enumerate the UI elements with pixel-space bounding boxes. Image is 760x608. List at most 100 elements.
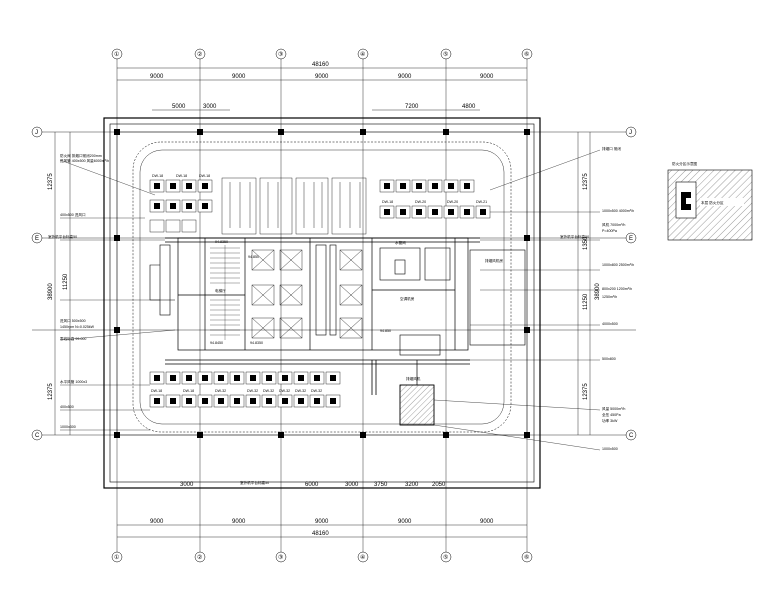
key-plan (667, 169, 753, 241)
sub-bottom-1: 3000 (180, 482, 194, 488)
axis-top-4: ④ (360, 51, 365, 58)
stair-left (210, 245, 240, 340)
sub-top-left-1: 5000 (172, 104, 186, 110)
note-left: 防火阀 排烟口常闭200mm (60, 153, 102, 158)
elevator-shafts (251, 249, 363, 339)
unit-tag: DW-32 (311, 389, 322, 393)
fan-label: 排烟风机 (406, 376, 421, 381)
room-label: 空调机房 (400, 296, 415, 301)
note-right: 500x800 (602, 357, 616, 361)
right-dim-5: 12375 (583, 383, 589, 400)
core-risers (149, 244, 337, 336)
note-left: 水平风管 1000x3 (60, 379, 87, 384)
axis-bubbles-side (31, 126, 637, 441)
total-dimension-bottom: 48160 (312, 531, 329, 537)
floor-outline (103, 117, 541, 489)
key-plan-title: 防火分区示意图 (672, 161, 698, 166)
dimension-lines (54, 67, 591, 538)
axis-grid (32, 58, 636, 555)
right-dim-2: 1350 (583, 236, 589, 250)
axis-top-6: ⑥ (524, 51, 529, 58)
axis-top-1: ① (114, 51, 119, 58)
axis-left-e: E (35, 236, 39, 242)
unit-tag: DW-18 (152, 174, 163, 178)
perimeter-duct-loops (132, 141, 512, 433)
note-left: 零线标高 99.000 (60, 336, 86, 341)
left-dim-1: 12375 (48, 173, 54, 190)
note-right: 1000x500 4000m³/h (602, 209, 634, 213)
note-right: 风机 7000m³/h (602, 222, 625, 227)
axis-top-5: ⑤ (443, 51, 448, 58)
unit-tag: DW-18 (382, 200, 393, 204)
right-dim-1: 12375 (583, 173, 589, 190)
span-bottom-5: 9000 (480, 519, 494, 525)
elevation-mark: 94.850 (380, 329, 391, 333)
span-top-3: 9000 (315, 74, 329, 80)
note-bottom-right: 功率 3kW (602, 418, 618, 423)
note-right: 室外机平台标高50 (560, 234, 589, 239)
unit-fill-marks-right (384, 183, 486, 215)
axis-bubbles-bottom (111, 551, 533, 563)
span-top-4: 9000 (398, 74, 412, 80)
unit-tag: DW-32 (263, 389, 274, 393)
mechanical-room-right (379, 247, 526, 356)
unit-fill-marks-bottom (154, 375, 336, 404)
axis-bottom-5: ⑤ (443, 554, 448, 561)
note-left: 进风管 400x500 风量6000m³/h (60, 158, 109, 163)
unit-tag: DW-20 (447, 200, 458, 204)
sub-bottom-3: 3000 (345, 482, 359, 488)
elevation-mark: 94.8450 (210, 341, 223, 345)
axis-bottom-4: ④ (360, 554, 365, 561)
unit-tag: DW-32 (247, 389, 258, 393)
note-right: P=400Pa (602, 229, 617, 233)
note-left: 400x500 进风口 (60, 212, 86, 217)
note-left: 1450rpm N=0.025kW (60, 325, 95, 329)
unit-tag: DW-32 (215, 389, 226, 393)
span-bottom-3: 9000 (315, 519, 329, 525)
sub-bottom-5: 3200 (405, 482, 419, 488)
note-left: 1000x300 (60, 425, 76, 429)
axis-left-c: C (35, 433, 40, 439)
leader-lines (59, 149, 601, 451)
axis-right-e: E (629, 236, 633, 242)
axis-top-3: ③ (278, 51, 283, 58)
note-right: 1250m³/h (602, 295, 617, 299)
note-left: 进风口 500x500 (60, 318, 86, 323)
axis-right-c: C (629, 433, 634, 439)
sub-top-left-2: 3000 (203, 104, 217, 110)
indoor-units-top-left (149, 179, 213, 233)
unit-tag: DW-21 (476, 200, 487, 204)
unit-tag: DW-20 (415, 200, 426, 204)
span-top-5: 9000 (480, 74, 494, 80)
supply-ducts (165, 237, 480, 395)
storage-rooms-top (221, 177, 367, 235)
note-bottom-right: 1000x500 (602, 447, 618, 451)
building-core (177, 237, 469, 351)
unit-tag: DW-18 (183, 389, 194, 393)
key-plan-label: 本层 防火分区 (701, 200, 724, 205)
room-label: 排烟风机房 (485, 258, 503, 263)
bottom-axis-note: 室外机平台标高50 (240, 480, 269, 485)
left-dim-4: 12375 (48, 383, 54, 400)
span-top-2: 9000 (232, 74, 246, 80)
right-dim-4: 11250 (583, 293, 589, 310)
span-bottom-4: 9000 (398, 519, 412, 525)
axis-bottom-2: ② (197, 554, 202, 561)
left-dim-3: 38900 (48, 283, 54, 300)
axis-left-j: J (35, 130, 38, 136)
note-right: 800x200 1200m³/h (602, 287, 632, 291)
axis-right-j: J (629, 130, 632, 136)
axis-top-2: ② (197, 51, 202, 58)
span-top-1: 9000 (150, 74, 164, 80)
note-right: 4000x500 (602, 322, 618, 326)
room-label: 电梯厅 (215, 288, 226, 293)
exhaust-fan-box (399, 360, 435, 426)
unit-tag: DW-32 (279, 389, 290, 393)
elevation-mark: 94.850 (248, 255, 259, 259)
span-bottom-2: 9000 (232, 519, 246, 525)
note-left: 室外机平台标高50 (48, 234, 77, 239)
right-dim-3: 38900 (595, 283, 601, 300)
axis-bottom-3: ③ (278, 554, 283, 561)
axis-bottom-1: ① (114, 554, 119, 561)
